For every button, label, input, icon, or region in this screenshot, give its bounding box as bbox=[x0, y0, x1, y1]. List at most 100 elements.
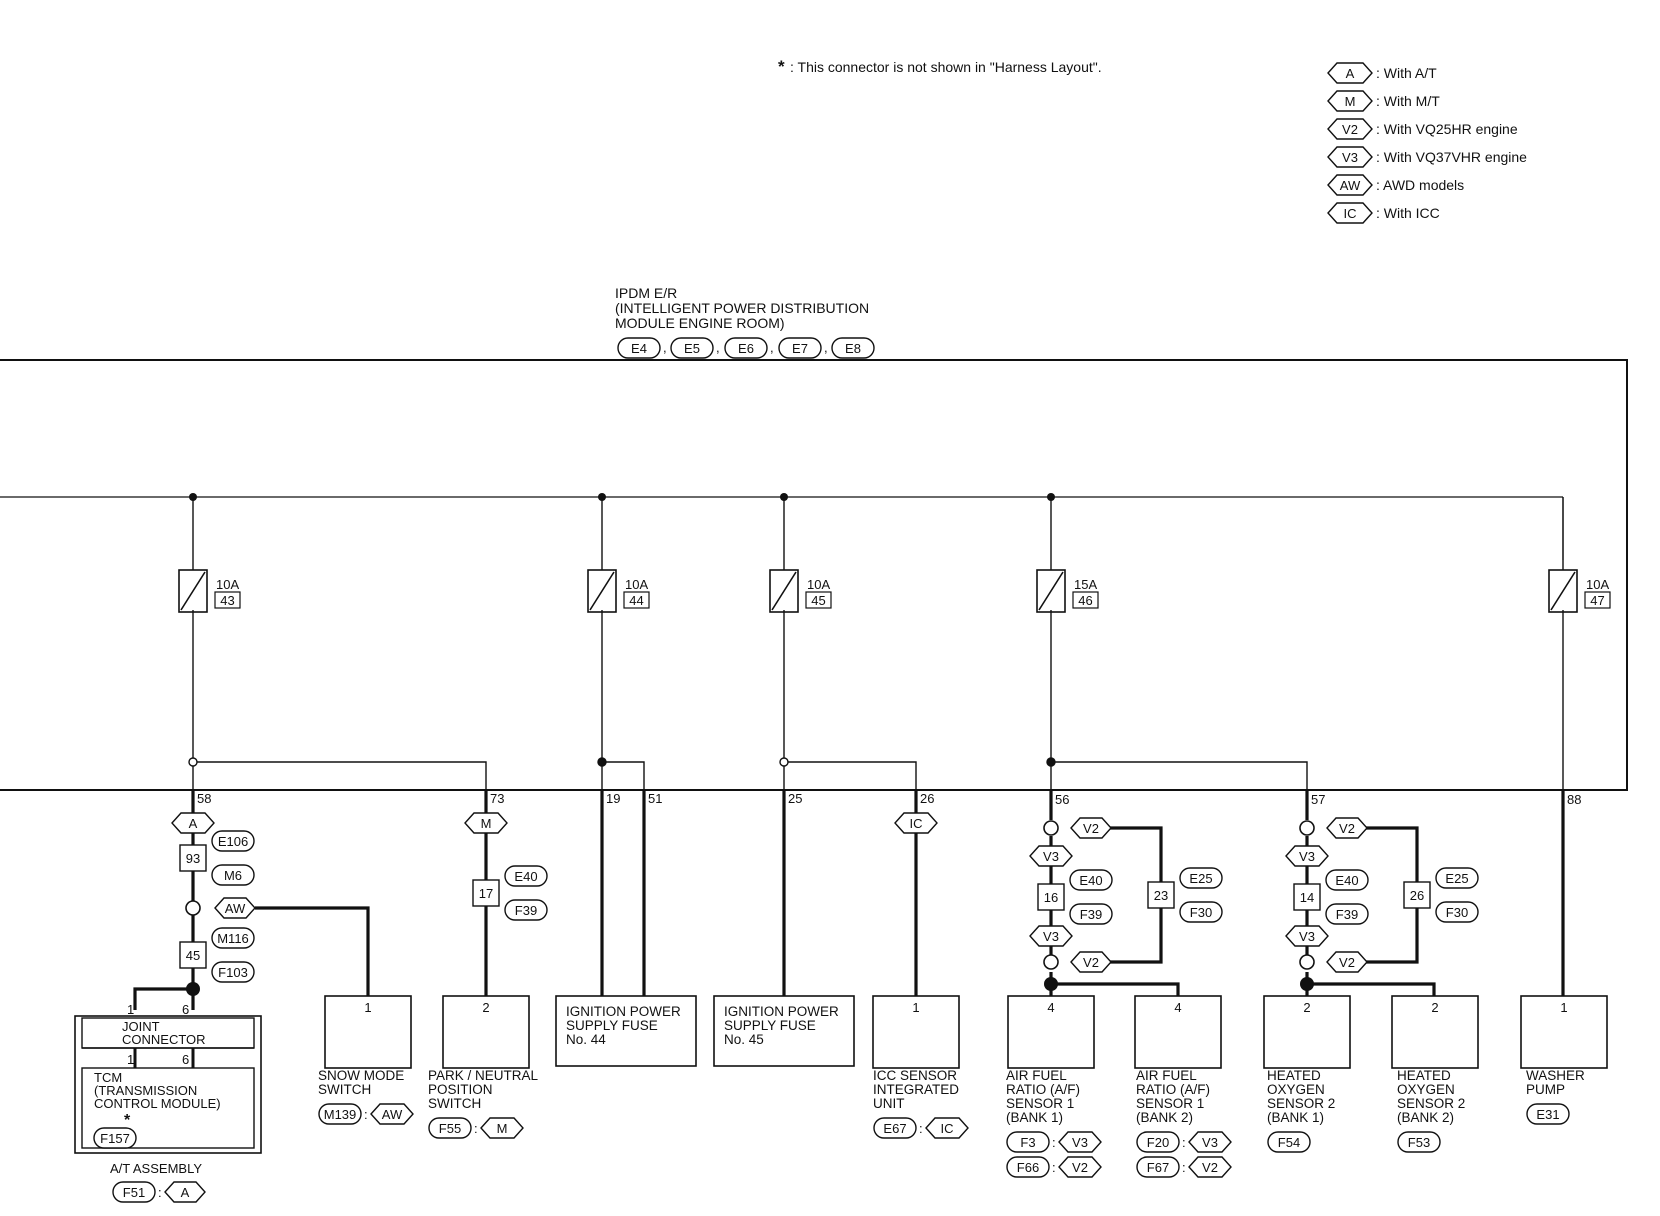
option-tag-m: M bbox=[464, 812, 508, 834]
connector-e4: E4 bbox=[617, 337, 661, 359]
separator: : bbox=[1182, 1135, 1186, 1150]
option-tag-m: M bbox=[1327, 90, 1373, 112]
inline-connector-16: 16 bbox=[1037, 883, 1065, 911]
option-tag-label: AW bbox=[1340, 178, 1361, 193]
separator: : bbox=[1052, 1160, 1056, 1175]
connector-label: E40 bbox=[1335, 873, 1358, 888]
option-tag-label: A bbox=[189, 816, 198, 831]
connector-label: F157 bbox=[100, 1131, 130, 1146]
option-tag-aw: AW bbox=[370, 1103, 414, 1125]
option-tag-v3: V3 bbox=[1029, 925, 1073, 947]
connector-f39: F39 bbox=[504, 899, 548, 921]
terminal-56: 56 bbox=[1055, 792, 1069, 807]
component-label: SENSOR 1 bbox=[1136, 1096, 1204, 1111]
separator: : bbox=[1052, 1135, 1056, 1150]
inline-connectors: 93E106M645M116F10317E40F3916E40F3923E25F… bbox=[179, 830, 1479, 983]
connector-label: F66 bbox=[1017, 1160, 1039, 1175]
option-tag-label: AW bbox=[225, 901, 246, 916]
component-label: INTEGRATED bbox=[873, 1082, 959, 1097]
connector-label: E31 bbox=[1536, 1107, 1559, 1122]
option-tag-label: V3 bbox=[1043, 929, 1059, 944]
option-tag-v3: V3 bbox=[1188, 1131, 1232, 1153]
connector-e7: E7 bbox=[778, 337, 822, 359]
joint-pin-6-top: 6 bbox=[182, 1002, 189, 1017]
component-label: (BANK 1) bbox=[1006, 1110, 1063, 1125]
component-label: SNOW MODE bbox=[318, 1068, 404, 1083]
component-label: UNIT bbox=[873, 1096, 905, 1111]
connector-f30: F30 bbox=[1179, 901, 1223, 923]
component-label: HEATED bbox=[1397, 1068, 1451, 1083]
option-tag-label: V2 bbox=[1083, 955, 1099, 970]
connector-f39: F39 bbox=[1069, 903, 1113, 925]
separator: : bbox=[158, 1185, 162, 1200]
connector-label: E8 bbox=[845, 341, 861, 356]
terminal-25: 25 bbox=[788, 791, 802, 806]
ipdm-module-outline bbox=[0, 359, 1628, 791]
fuse-number: 43 bbox=[220, 593, 234, 608]
fuse-rating: 15A bbox=[1074, 577, 1097, 592]
component-label: SWITCH bbox=[428, 1096, 481, 1111]
splice-closed bbox=[1044, 977, 1058, 991]
connector-e25: E25 bbox=[1179, 867, 1223, 889]
component-label: RATIO (A/F) bbox=[1136, 1082, 1210, 1097]
option-tag-label: A bbox=[1346, 66, 1355, 81]
connector-e67: E67 bbox=[873, 1117, 917, 1139]
connector-label: F53 bbox=[1408, 1135, 1430, 1150]
inline-connector-93: 93 bbox=[179, 844, 207, 872]
option-tag-v3: V3 bbox=[1058, 1131, 1102, 1153]
connector-label: F30 bbox=[1190, 905, 1212, 920]
connector-label: F51 bbox=[123, 1185, 145, 1200]
connector-f39: F39 bbox=[1325, 903, 1369, 925]
option-tag-label: V2 bbox=[1072, 1160, 1088, 1175]
connector-label: E25 bbox=[1189, 871, 1212, 886]
component-label: SUPPLY FUSE bbox=[566, 1018, 658, 1033]
connector-label: E5 bbox=[684, 341, 700, 356]
component-pin: 4 bbox=[1047, 1000, 1054, 1015]
component-label: SUPPLY FUSE bbox=[724, 1018, 816, 1033]
connector-label: F103 bbox=[218, 965, 248, 980]
connector-label: E25 bbox=[1445, 871, 1468, 886]
connector-f3: F3 bbox=[1006, 1131, 1050, 1153]
connector-e40: E40 bbox=[504, 865, 548, 887]
component-label: AIR FUEL bbox=[1006, 1068, 1067, 1083]
inline-connector-pin: 23 bbox=[1154, 888, 1168, 903]
connector-label: E4 bbox=[631, 341, 647, 356]
legend-text: : With VQ25HR engine bbox=[1376, 121, 1518, 137]
terminal-26: 26 bbox=[920, 791, 934, 806]
option-tag-label: V3 bbox=[1342, 150, 1358, 165]
fuse-rating: 10A bbox=[216, 577, 239, 592]
connector-separator: , bbox=[716, 340, 720, 355]
tcm-box bbox=[81, 1067, 255, 1149]
option-tag-ic: IC bbox=[894, 812, 938, 834]
connector-label: E7 bbox=[792, 341, 808, 356]
component-pin: 1 bbox=[912, 1000, 919, 1015]
component-pin: 4 bbox=[1174, 1000, 1181, 1015]
inline-connector-45: 45 bbox=[179, 941, 207, 969]
splice-open bbox=[185, 900, 201, 916]
connector-label: F3 bbox=[1020, 1135, 1035, 1150]
connector-label: M139 bbox=[324, 1107, 357, 1122]
option-tag-ic: IC bbox=[1327, 202, 1373, 224]
component-label: (BANK 2) bbox=[1397, 1110, 1454, 1125]
component-pin: 1 bbox=[364, 1000, 371, 1015]
ipdm-terminals: 58 73 19 51 25 26 56 57 88 bbox=[197, 791, 1581, 807]
connector-label: F54 bbox=[1278, 1135, 1300, 1150]
connector-e106: E106 bbox=[211, 830, 255, 852]
option-tag-v2: V2 bbox=[1327, 118, 1373, 140]
option-tag-label: IC bbox=[910, 816, 923, 831]
component-label: OXYGEN bbox=[1267, 1082, 1325, 1097]
inline-connector-pin: 14 bbox=[1300, 890, 1314, 905]
splice-open bbox=[1299, 820, 1315, 836]
component-label: SWITCH bbox=[318, 1082, 371, 1097]
connector-m116: M116 bbox=[211, 927, 255, 949]
connector-e5: E5 bbox=[670, 337, 714, 359]
connector-f53: F53 bbox=[1397, 1131, 1441, 1153]
separator: : bbox=[1182, 1160, 1186, 1175]
connector-f66: F66 bbox=[1006, 1156, 1050, 1178]
